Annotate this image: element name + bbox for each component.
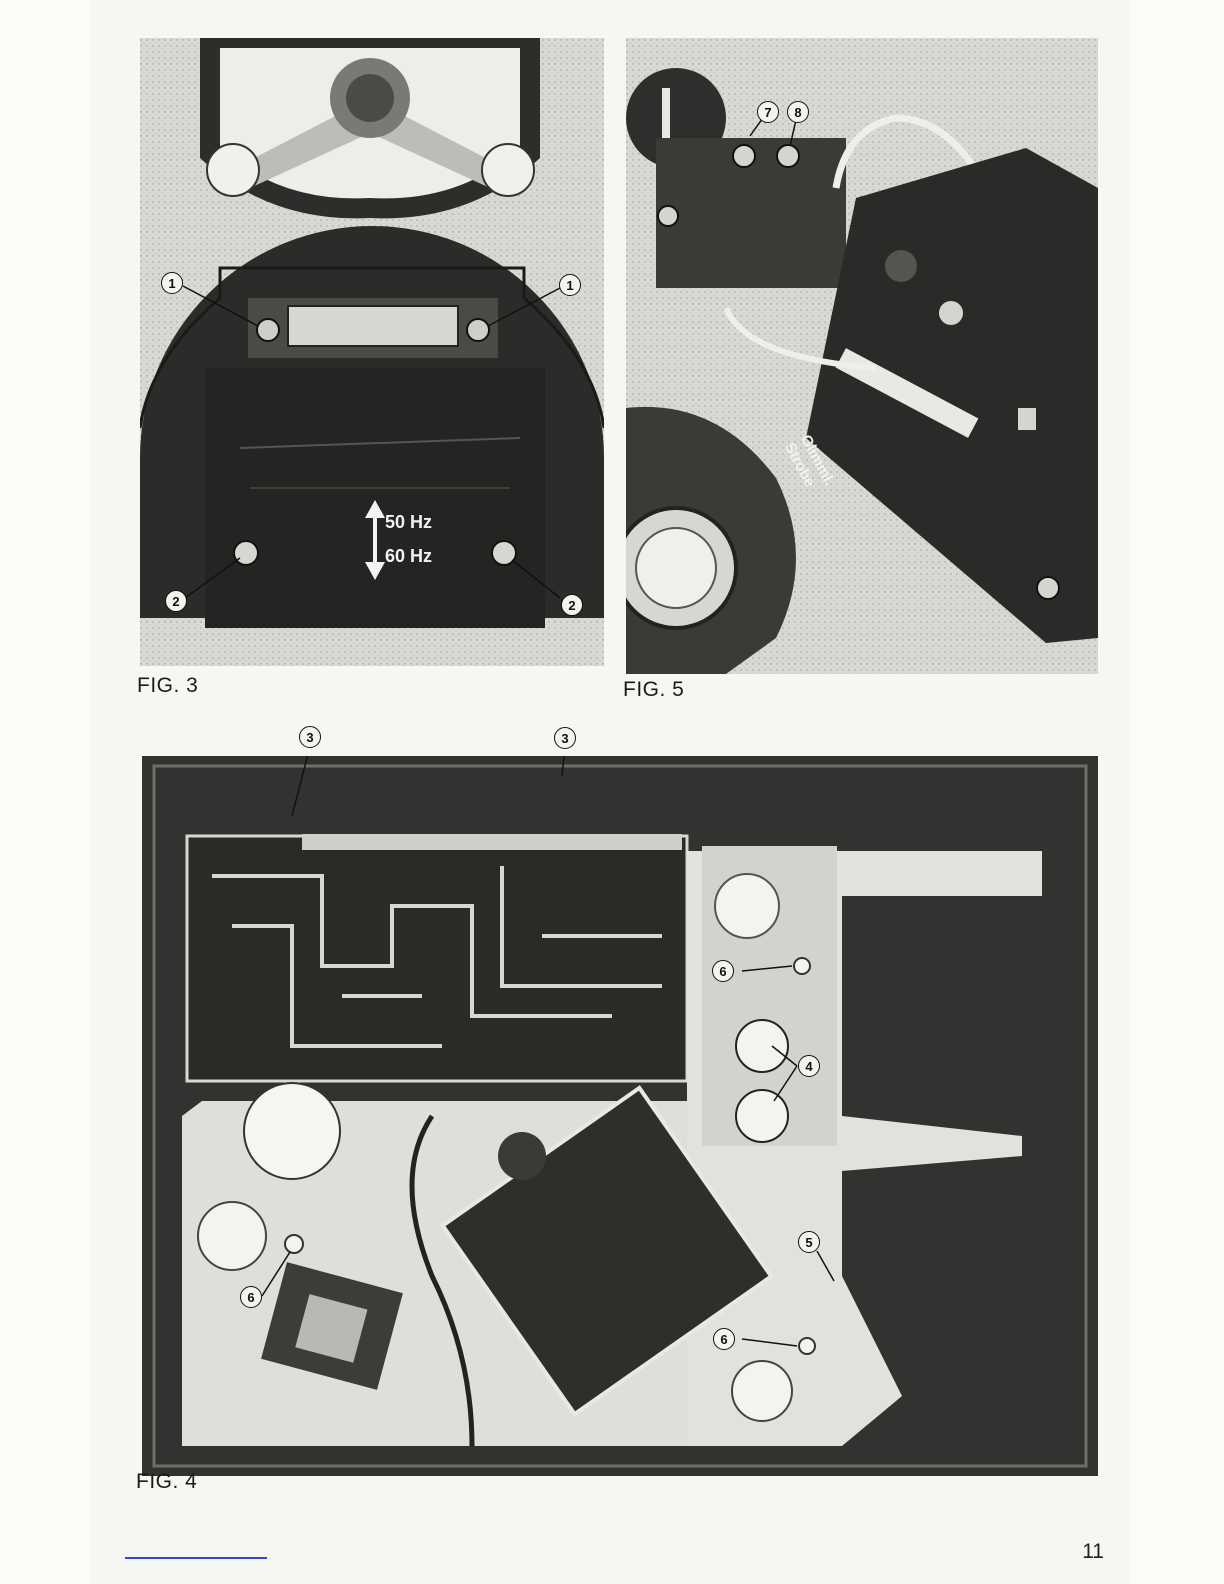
fig3-callout-2-left: 2	[165, 590, 187, 612]
fig4-photo	[142, 756, 1098, 1476]
fig3-label-60hz: 60 Hz	[385, 546, 432, 567]
fig5-caption: FIG. 5	[623, 678, 684, 702]
fig3-photo	[140, 38, 604, 666]
page-number: 11	[1082, 1540, 1104, 1564]
fig5-callout-7: 7	[757, 101, 779, 123]
footer-link-underline[interactable]	[125, 1557, 267, 1559]
fig5-illustration	[626, 38, 1098, 674]
fig4-callout-6-top: 6	[712, 960, 734, 982]
fig4-callout-3-right: 3	[554, 727, 576, 749]
fig4-illustration	[142, 756, 1098, 1476]
fig5-callout-8: 8	[787, 101, 809, 123]
fig4-callout-5: 5	[798, 1231, 820, 1253]
fig4-callout-3-left: 3	[299, 726, 321, 748]
fig3-caption: FIG. 3	[137, 674, 198, 698]
fig3-callout-1-left: 1	[161, 272, 183, 294]
fig4-caption: FIG. 4	[136, 1470, 197, 1494]
fig4-callout-4: 4	[798, 1055, 820, 1077]
fig5-photo	[626, 38, 1098, 674]
fig3-label-50hz: 50 Hz	[385, 512, 432, 533]
fig4-callout-6-bottom: 6	[713, 1328, 735, 1350]
fig4-callout-6-left: 6	[240, 1286, 262, 1308]
fig3-callout-2-right: 2	[561, 594, 583, 616]
fig3-illustration	[140, 38, 604, 666]
fig3-callout-1-right: 1	[559, 274, 581, 296]
